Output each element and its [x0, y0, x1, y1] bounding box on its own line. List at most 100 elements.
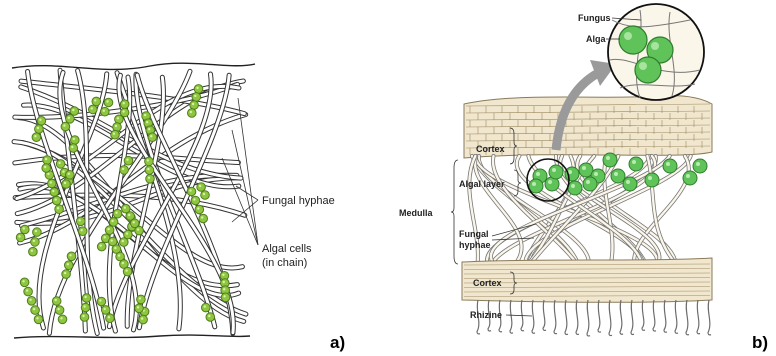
rhizine-strand: [510, 300, 513, 333]
algal-cell-highlight: [71, 146, 73, 148]
algal-cell: [62, 270, 71, 279]
rhizine-strand: [697, 300, 700, 334]
algal-cell-highlight: [47, 173, 49, 175]
panel-b-tag: b): [752, 333, 768, 352]
algal-cell-highlight: [84, 296, 86, 298]
algal-cell-b: [603, 153, 617, 167]
algal-cells-label: Algal cells: [262, 243, 312, 255]
algal-cell-highlight: [147, 168, 149, 170]
algal-cell-highlight: [107, 228, 109, 230]
algal-cell-highlight: [189, 189, 191, 191]
algal-cell-highlight: [45, 158, 47, 160]
algal-cell-highlight: [68, 117, 70, 119]
algal-cell: [66, 171, 75, 180]
algal-cell: [197, 183, 206, 192]
algal-cell: [202, 303, 211, 312]
algal-cell: [89, 105, 98, 114]
algal-cell-b: [645, 173, 659, 187]
algal-cell: [105, 226, 114, 235]
algal-cell-highlight: [44, 166, 46, 168]
algal-cell-highlight: [108, 316, 110, 318]
algal-cell-highlight: [83, 305, 85, 307]
algal-cell: [221, 293, 230, 302]
algal-cell: [97, 297, 106, 306]
rhizine-strand: [686, 300, 689, 335]
algal-cell-b-highlight: [532, 182, 536, 186]
algal-cell-highlight: [37, 127, 39, 129]
algal-cell-highlight: [144, 114, 146, 116]
rhizine-strand: [664, 300, 667, 332]
algal-cell-highlight: [64, 272, 66, 274]
algal-cell-highlight: [104, 308, 106, 310]
algal-cell-highlight: [199, 185, 201, 187]
rhizine-strand: [631, 300, 634, 334]
algal-cell: [69, 144, 78, 153]
algal-cell-highlight: [122, 168, 124, 170]
algal-cell: [199, 214, 208, 223]
algal-cell: [32, 133, 41, 142]
algal-cell-b: [629, 157, 643, 171]
hypha-core-b: [634, 156, 689, 264]
algal-cell-highlight: [117, 117, 119, 119]
algal-cell-highlight: [192, 103, 194, 105]
algal-cell: [109, 218, 118, 227]
algal-cell: [52, 297, 61, 306]
algal-cell: [35, 125, 44, 134]
algal-cell: [191, 196, 200, 205]
algal-cell: [206, 313, 215, 322]
rhizine-strand: [642, 300, 645, 330]
algal-cell: [55, 205, 64, 214]
algal-cell: [43, 156, 52, 165]
algal-cell-b-highlight: [696, 162, 700, 166]
algal-cell-highlight: [148, 177, 150, 179]
algal-cell-b-highlight: [648, 176, 652, 180]
algal-cell-highlight: [197, 207, 199, 209]
algal-cell-highlight: [137, 306, 139, 308]
algal-cell: [120, 108, 129, 117]
algal-cell: [21, 225, 30, 234]
algal-cell-highlight: [62, 170, 64, 172]
algal-cell: [104, 98, 113, 107]
algal-cell: [31, 306, 40, 315]
algal-cell-highlight: [26, 289, 28, 291]
algal-cell-highlight: [223, 288, 225, 290]
cortex-bottom-label: Cortex: [473, 278, 502, 288]
algal-cell: [97, 242, 106, 251]
algal-cell-highlight: [122, 262, 124, 264]
medulla-label: Medulla: [399, 208, 433, 218]
algal-cell: [31, 238, 40, 247]
algal-cell-highlight: [122, 240, 124, 242]
rhizine-strand: [554, 300, 557, 334]
algal-cell-highlight: [193, 198, 195, 200]
algal-cell-b: [623, 177, 637, 191]
algal-cell: [120, 166, 129, 175]
algal-cell-b-highlight: [536, 172, 540, 176]
algal-cells-sublabel: (in chain): [262, 257, 307, 269]
algal-cell-highlight: [139, 297, 141, 299]
panel-a-drawing: Algal cells (in chain) Fungal hyphae a): [12, 63, 345, 352]
algal-cell-highlight: [18, 235, 20, 237]
algal-cell-highlight: [60, 317, 62, 319]
algal-cell-highlight: [35, 230, 37, 232]
algal-cell: [24, 287, 33, 296]
algal-cell-b: [568, 181, 582, 195]
algal-cell-b: [529, 179, 543, 193]
algal-cell-b: [565, 167, 579, 181]
algal-cell: [50, 188, 59, 197]
algal-cell-highlight: [55, 299, 57, 301]
rhizine-strand: [675, 300, 678, 333]
algal-cell: [33, 228, 42, 237]
algal-cell: [101, 107, 110, 116]
algal-cell: [120, 100, 129, 109]
algal-cell-highlight: [57, 308, 59, 310]
algal-cell-highlight: [94, 99, 96, 101]
algal-cell-b: [549, 165, 563, 179]
algal-cell-highlight: [33, 308, 35, 310]
algal-cell: [194, 85, 203, 94]
algal-cell: [201, 191, 210, 200]
panel-a-top-border: [12, 63, 255, 69]
algal-cell-highlight: [208, 315, 210, 317]
algal-cell-b: [663, 159, 677, 173]
algal-cell-highlight: [115, 125, 117, 127]
